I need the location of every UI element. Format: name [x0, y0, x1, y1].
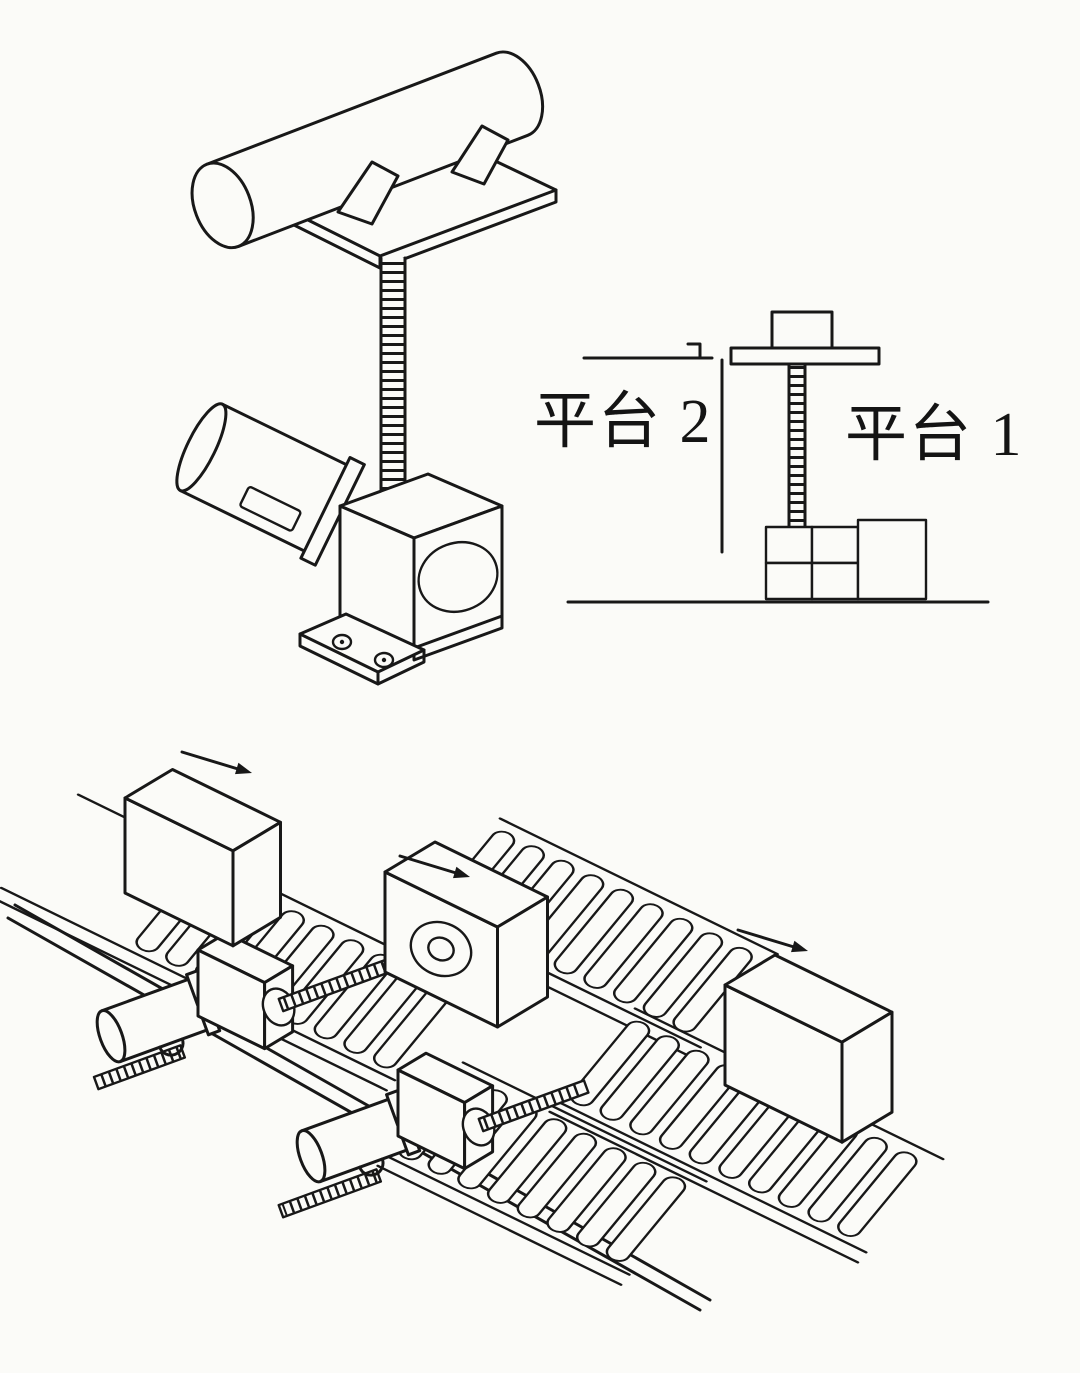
pusher-tail-screw	[277, 1168, 383, 1219]
jack-schematic	[729, 310, 881, 532]
worm-gearbox	[338, 472, 504, 662]
screw-jack-figure	[175, 50, 558, 686]
pusher-gearbox	[396, 1051, 496, 1171]
motor-clip	[158, 1037, 185, 1057]
cargo-boxes	[764, 518, 928, 601]
pusher-tail-screw	[92, 1044, 187, 1091]
screw-pusher-2	[277, 1051, 590, 1219]
base-flange	[298, 612, 426, 686]
conveyor-transfer-figure	[0, 750, 945, 1312]
drive-motor	[175, 402, 366, 567]
load-roller	[190, 50, 545, 250]
direction-arrow-1	[180, 750, 252, 775]
platform-schematic-figure: 平台 2 平台 1	[534, 310, 1024, 604]
jack-cap	[770, 310, 834, 350]
motor-clip	[358, 1157, 385, 1177]
pusher-screw	[477, 1079, 590, 1133]
direction-arrow-3	[736, 928, 808, 953]
jack-plate	[729, 346, 881, 366]
platform2-step	[686, 342, 702, 360]
conveyor-d	[376, 1061, 708, 1286]
box-3	[723, 953, 894, 1144]
gearbox-boss	[417, 541, 499, 613]
screw-tip	[427, 936, 455, 962]
platform2-label: 平台 2	[534, 388, 713, 456]
lead-screw	[379, 256, 407, 514]
motor-vent	[239, 486, 302, 532]
direction-arrow-2	[398, 854, 470, 879]
v-block-chocks	[336, 124, 510, 226]
platform1-label: 平台 1	[845, 401, 1024, 469]
box-1	[123, 768, 282, 948]
